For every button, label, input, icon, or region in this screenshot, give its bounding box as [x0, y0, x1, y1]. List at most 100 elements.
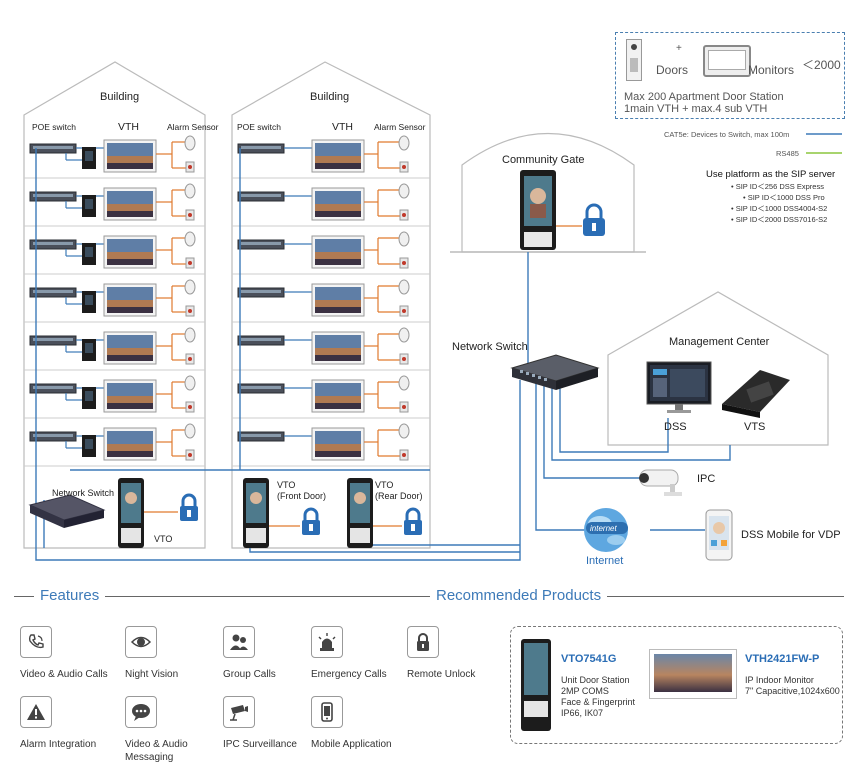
product-vth2421fw-image — [649, 649, 737, 699]
sip-title: Use platform as the SIP server — [706, 169, 835, 180]
feature-night-vision: Night Vision — [125, 626, 225, 681]
feature-label: Mobile Application — [311, 739, 392, 750]
feature-group-calls: Group Calls — [223, 626, 323, 681]
capacity-legend-box: + Doors Monitors ＜2000 Max 200 Apartment… — [615, 32, 845, 119]
lock-icon — [407, 626, 439, 658]
floor-unit — [24, 135, 205, 179]
floor-unit — [24, 327, 205, 371]
rs485-legend-label: RS485 — [776, 149, 799, 158]
eye-icon — [125, 626, 157, 658]
network-cables — [35, 148, 731, 561]
product-vto7541g-model: VTO7541G — [561, 653, 617, 665]
vto-unit — [347, 478, 422, 548]
product-vto7541g-line: Face & Fingerprint — [561, 697, 636, 707]
door-station-icon — [626, 39, 642, 81]
feature-video-audio-calls: Video & Audio Calls — [20, 626, 120, 681]
sip-item-4: • SIP ID＜2000 DSS7016-S2 — [731, 215, 827, 224]
pir-sensor-icon — [398, 279, 410, 295]
lock-icon — [404, 507, 422, 535]
feature-label: Remote Unlock — [407, 669, 476, 680]
feature-label: Video & Audio Messaging — [125, 739, 188, 763]
lock-icon — [302, 507, 320, 535]
lock-icon — [180, 493, 198, 521]
sip-item-2: • SIP ID＜1000 DSS Pro — [743, 193, 825, 202]
dss-label: DSS — [664, 421, 687, 433]
vto-front-label-1: VTO — [277, 480, 295, 490]
floor-unit — [24, 279, 205, 323]
internet-label: Internet — [586, 555, 623, 567]
recommended-title: Recommended Products — [430, 587, 608, 604]
feature-label: IPC Surveillance — [223, 739, 297, 750]
central-network-switch — [510, 354, 600, 390]
building-2-alarm-header: Alarm Sensor — [374, 122, 426, 132]
pir-sensor-icon — [184, 231, 196, 247]
feature-video-audio-messaging: Video & Audio Messaging — [125, 696, 225, 764]
pir-sensor-icon — [184, 375, 196, 391]
pir-sensor-icon — [184, 279, 196, 295]
building-1-alarm-header: Alarm Sensor — [167, 122, 219, 132]
ipc-camera — [639, 469, 682, 496]
floor-unit — [232, 183, 430, 227]
product-vto7541g-image — [521, 639, 551, 731]
pir-sensor-icon — [398, 231, 410, 247]
mobile-phone — [705, 509, 733, 561]
floor-unit — [232, 135, 430, 179]
network-switch-building-1 — [28, 494, 106, 528]
monitors-label: Monitors — [748, 63, 795, 77]
feature-label: Group Calls — [223, 669, 276, 680]
floor-unit — [232, 279, 430, 323]
building-2-title: Building — [310, 91, 349, 103]
floor-unit — [24, 375, 205, 419]
vto-rear-label-1: VTO — [375, 480, 393, 490]
feature-label: Emergency Calls — [311, 669, 387, 680]
building-1-switch-label: Network Switch — [52, 488, 114, 498]
vts-label: VTS — [744, 421, 765, 433]
dss-mobile-label: DSS Mobile for VDP — [741, 529, 841, 541]
system-diagram: Network Switch VTO VTO (Front Door) VTO … — [23, 61, 842, 567]
vto-unit — [243, 478, 320, 548]
phone-icon — [20, 626, 52, 658]
vto-unit — [118, 478, 198, 548]
network-switch-label: Network Switch — [452, 341, 528, 353]
siren-icon — [311, 626, 343, 658]
capacity-line-2: 1main VTH + max.4 sub VTH — [624, 103, 768, 115]
vto-rear-label-2: (Rear Door) — [375, 491, 423, 501]
chat-icon — [125, 696, 157, 728]
product-vth2421fw-line: 7" Capacitive,1024x600 — [745, 686, 840, 696]
recommended-products-box: VTO7541G Unit Door Station 2MP COMS Face… — [510, 626, 843, 744]
group-icon — [223, 626, 255, 658]
floor-unit — [24, 183, 205, 227]
vto-front-label-2: (Front Door) — [277, 491, 326, 501]
building-1-title: Building — [100, 91, 139, 103]
community-gate-label: Community Gate — [502, 154, 585, 166]
pir-sensor-icon — [398, 423, 410, 439]
ipc-label: IPC — [697, 473, 715, 485]
section-divider — [14, 596, 844, 597]
pir-sensor-icon — [398, 135, 410, 151]
building-1-vth-header: VTH — [118, 121, 139, 133]
gate-lock-icon — [583, 203, 605, 236]
product-vth2421fw-line: IP Indoor Monitor — [745, 675, 814, 685]
pir-sensor-icon — [184, 423, 196, 439]
monitor-icon — [703, 45, 751, 77]
feature-ipc-surveillance: IPC Surveillance — [223, 696, 323, 751]
internet-badge: internet — [590, 524, 617, 533]
dss-monitor — [646, 361, 712, 413]
internet-globe-icon — [584, 508, 628, 552]
cat5e-legend-label: CAT5e: Devices to Switch, max 100m — [664, 130, 789, 139]
feature-remote-unlock: Remote Unlock — [407, 626, 507, 681]
pir-sensor-icon — [184, 183, 196, 199]
feature-mobile-application: Mobile Application — [311, 696, 411, 751]
feature-label: Alarm Integration — [20, 739, 97, 750]
building-2-poe-header: POE switch — [237, 122, 281, 132]
camera-icon — [223, 696, 255, 728]
mobile-icon — [311, 696, 343, 728]
product-vto7541g-line: IP66, IK07 — [561, 708, 604, 718]
capacity-limit: ＜2000 — [802, 58, 841, 72]
feature-alarm-integration: Alarm Integration — [20, 696, 120, 751]
feature-label: Night Vision — [125, 669, 179, 680]
feature-label: Video & Audio Calls — [20, 669, 108, 680]
building-2-vth-header: VTH — [332, 121, 353, 133]
features-title: Features — [34, 587, 106, 604]
doors-label: Doors — [656, 63, 689, 77]
